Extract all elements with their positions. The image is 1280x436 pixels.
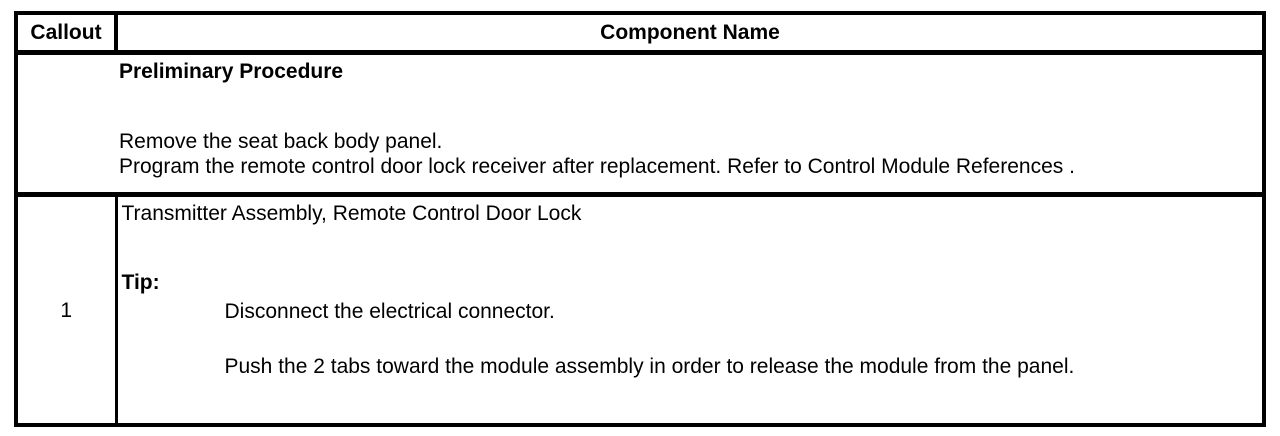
preliminary-step-line: Program the remote control door lock rec… [119,155,1075,178]
preliminary-procedure-title: Preliminary Procedure [119,60,344,83]
preliminary-step-line: Remove the seat back body panel. [119,130,443,153]
preliminary-procedure-cell: Preliminary Procedure Remove the seat ba… [16,52,1264,197]
component-name-text: Transmitter Assembly, Remote Control Doo… [121,202,582,225]
preliminary-procedure-row: Preliminary Procedure Remove the seat ba… [16,52,1264,197]
tip-step-line: Disconnect the electrical connector. [224,300,555,323]
table-header-row: Callout Component Name [14,11,1266,55]
tip-label: Tip: [121,271,160,294]
component-row: 1 Transmitter Assembly, Remote Control D… [16,194,1264,426]
tip-step-line: Push the 2 tabs toward the module assemb… [224,355,1075,378]
component-detail-cell: Transmitter Assembly, Remote Control Doo… [116,195,1264,426]
component-callout-table: Callout Component Name Preliminary Proce… [14,11,1266,427]
component-name-column-header: Component Name [114,11,1266,55]
callout-column-header: Callout [14,11,118,55]
callout-number: 1 [16,194,118,425]
